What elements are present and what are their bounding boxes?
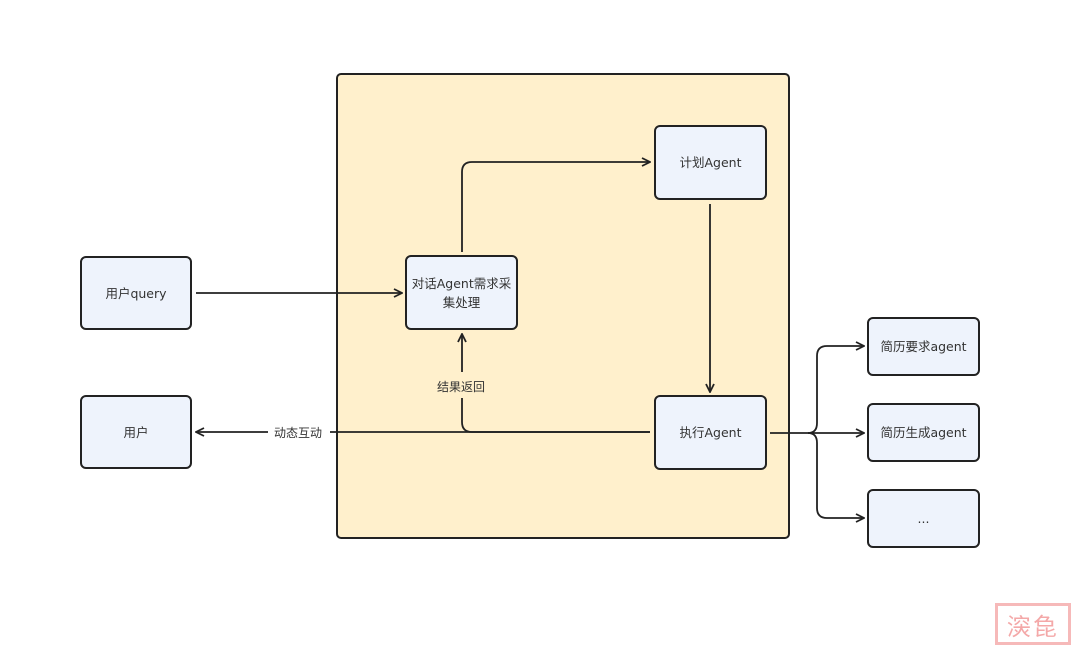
node-label: 用户 xyxy=(123,424,149,440)
watermark-stamp: 㴱㲋 xyxy=(995,603,1071,645)
node-label: 简历要求agent xyxy=(880,339,967,354)
node-exec-agent[interactable]: 执行Agent xyxy=(654,395,767,470)
edge-exec-to-more xyxy=(807,432,864,518)
node-resume-req-agent[interactable]: 简历要求agent xyxy=(867,317,980,376)
node-label: 计划Agent xyxy=(679,155,742,170)
node-label: 用户query xyxy=(105,285,167,301)
node-label: ... xyxy=(917,511,930,526)
node-resume-gen-agent[interactable]: 简历生成agent xyxy=(867,403,980,462)
node-plan-agent[interactable]: 计划Agent xyxy=(654,125,767,200)
node-label: 对话Agent需求采集处理 xyxy=(411,275,512,310)
node-more[interactable]: ... xyxy=(867,489,980,548)
node-user[interactable]: 用户 xyxy=(80,395,192,469)
node-label: 执行Agent xyxy=(679,425,742,440)
node-user-query[interactable]: 用户query xyxy=(80,256,192,330)
node-label: 简历生成agent xyxy=(880,425,967,440)
node-dialog-agent[interactable]: 对话Agent需求采集处理 xyxy=(405,255,518,330)
edge-label-dynamic-interaction: 动态互动 xyxy=(270,424,327,441)
edge-label-result-return: 结果返回 xyxy=(435,376,488,397)
